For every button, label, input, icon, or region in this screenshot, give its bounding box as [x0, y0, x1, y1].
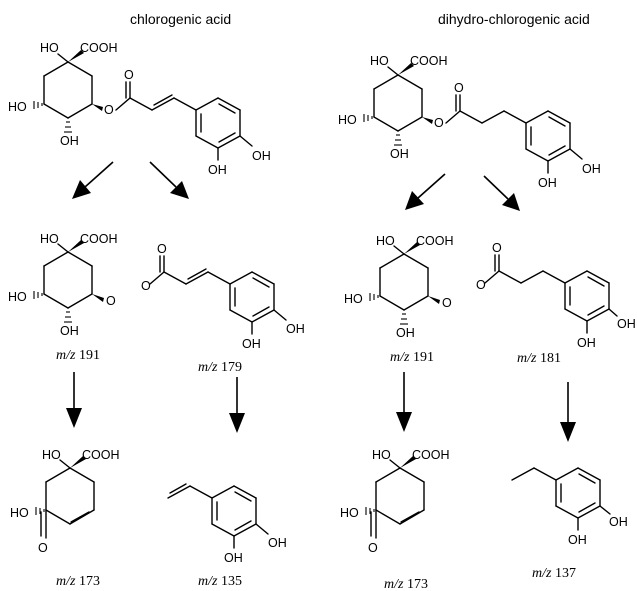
label-mz-173-left: m/z 173	[56, 574, 100, 589]
hashed-bond	[394, 134, 402, 146]
title-dihydro-chlorogenic-acid: dihydro-chlorogenic acid	[438, 11, 590, 27]
label-cooh: COOH	[412, 448, 450, 462]
label-o: O	[476, 278, 486, 292]
label-oh: OH	[60, 324, 79, 338]
label-oh: OH	[60, 134, 79, 148]
label-ho: HO	[8, 290, 27, 304]
hashed-bond	[64, 311, 72, 323]
hashed-bond	[33, 291, 43, 299]
title-chlorogenic-acid: chlorogenic acid	[130, 11, 231, 27]
label-o: O	[492, 241, 502, 255]
label-ho: HO	[40, 41, 59, 55]
label-oh: OH	[268, 536, 287, 550]
label-mz-191-left: m/z 191	[56, 348, 100, 363]
label-mz-191-right: m/z 191	[390, 350, 434, 365]
label-oh: OH	[396, 326, 415, 340]
structure-dihydrocaffeate-fragment: O O OH OH	[476, 241, 636, 350]
label-cooh: COOH	[80, 41, 118, 55]
label-cooh: COOH	[80, 232, 118, 246]
label-oh: OH	[208, 163, 227, 177]
hashed-bond	[35, 507, 45, 515]
label-cooh: COOH	[410, 54, 448, 68]
label-o: O	[442, 296, 452, 310]
structure-caffeate-fragment: O O OH OH	[141, 242, 305, 351]
label-oh: OH	[582, 162, 601, 176]
label-o: O	[141, 279, 151, 293]
label-ho: HO	[344, 292, 363, 306]
label-mz-135: m/z 135	[198, 574, 242, 589]
structure-quinate-fragment-right: HO COOH O HO OH	[344, 234, 454, 340]
label-o: O	[104, 103, 114, 117]
label-oh: OH	[252, 149, 271, 163]
label-oh: OH	[286, 322, 305, 336]
label-ho: HO	[340, 506, 359, 520]
label-o: O	[454, 81, 464, 95]
label-oh: OH	[577, 336, 596, 350]
label-mz-173-right: m/z 173	[384, 577, 428, 591]
label-o: O	[38, 541, 48, 555]
label-ho: HO	[370, 54, 389, 68]
structure-dehydrated-quinate-left: HO COOH HO O	[10, 448, 120, 555]
structure-dihydro-chlorogenic-acid: HO COOH O HO OH O O	[338, 54, 601, 190]
hashed-bond	[400, 313, 408, 325]
label-ho: HO	[42, 448, 61, 462]
arrow	[483, 175, 520, 211]
arrow	[66, 372, 82, 428]
label-mz-179: m/z 179	[198, 360, 242, 375]
arrow	[229, 377, 245, 433]
label-mz-137: m/z 137	[532, 566, 576, 581]
hashed-bond	[64, 121, 72, 133]
label-oh: OH	[390, 147, 409, 161]
label-cooh: COOH	[416, 234, 454, 248]
label-o: O	[106, 294, 116, 308]
label-oh: OH	[617, 317, 636, 331]
label-o: O	[124, 68, 134, 82]
label-oh: OH	[609, 515, 628, 529]
label-o: O	[368, 541, 378, 555]
label-cooh: COOH	[82, 448, 120, 462]
arrow	[405, 173, 446, 210]
label-ho: HO	[376, 234, 395, 248]
structure-vinylcatechol: OH OH	[167, 483, 287, 565]
label-oh: OH	[242, 337, 261, 351]
arrow	[396, 372, 412, 432]
hashed-bond	[363, 114, 373, 122]
structure-ethylcatechol: OH OH	[511, 467, 628, 547]
label-o: O	[157, 242, 167, 256]
label-ho: HO	[372, 448, 391, 462]
hashed-bond	[365, 507, 375, 515]
label-oh: OH	[224, 551, 243, 565]
label-mz-181: m/z 181	[517, 351, 561, 366]
hashed-bond	[33, 101, 43, 109]
structure-quinate-fragment-left: HO COOH O HO OH	[8, 232, 118, 338]
label-ho: HO	[10, 506, 29, 520]
hashed-bond	[369, 293, 379, 301]
arrow	[560, 382, 576, 442]
label-ho: HO	[8, 100, 27, 114]
structure-dehydrated-quinate-right: HO COOH HO O	[340, 448, 450, 555]
label-o: O	[434, 116, 444, 130]
arrow	[72, 161, 114, 199]
arrow	[149, 161, 189, 199]
label-ho: HO	[338, 113, 357, 127]
structure-chlorogenic-acid: HO COOH O HO OH O	[8, 41, 271, 177]
label-oh: OH	[538, 176, 557, 190]
label-oh: OH	[568, 533, 587, 547]
label-ho: HO	[40, 232, 59, 246]
